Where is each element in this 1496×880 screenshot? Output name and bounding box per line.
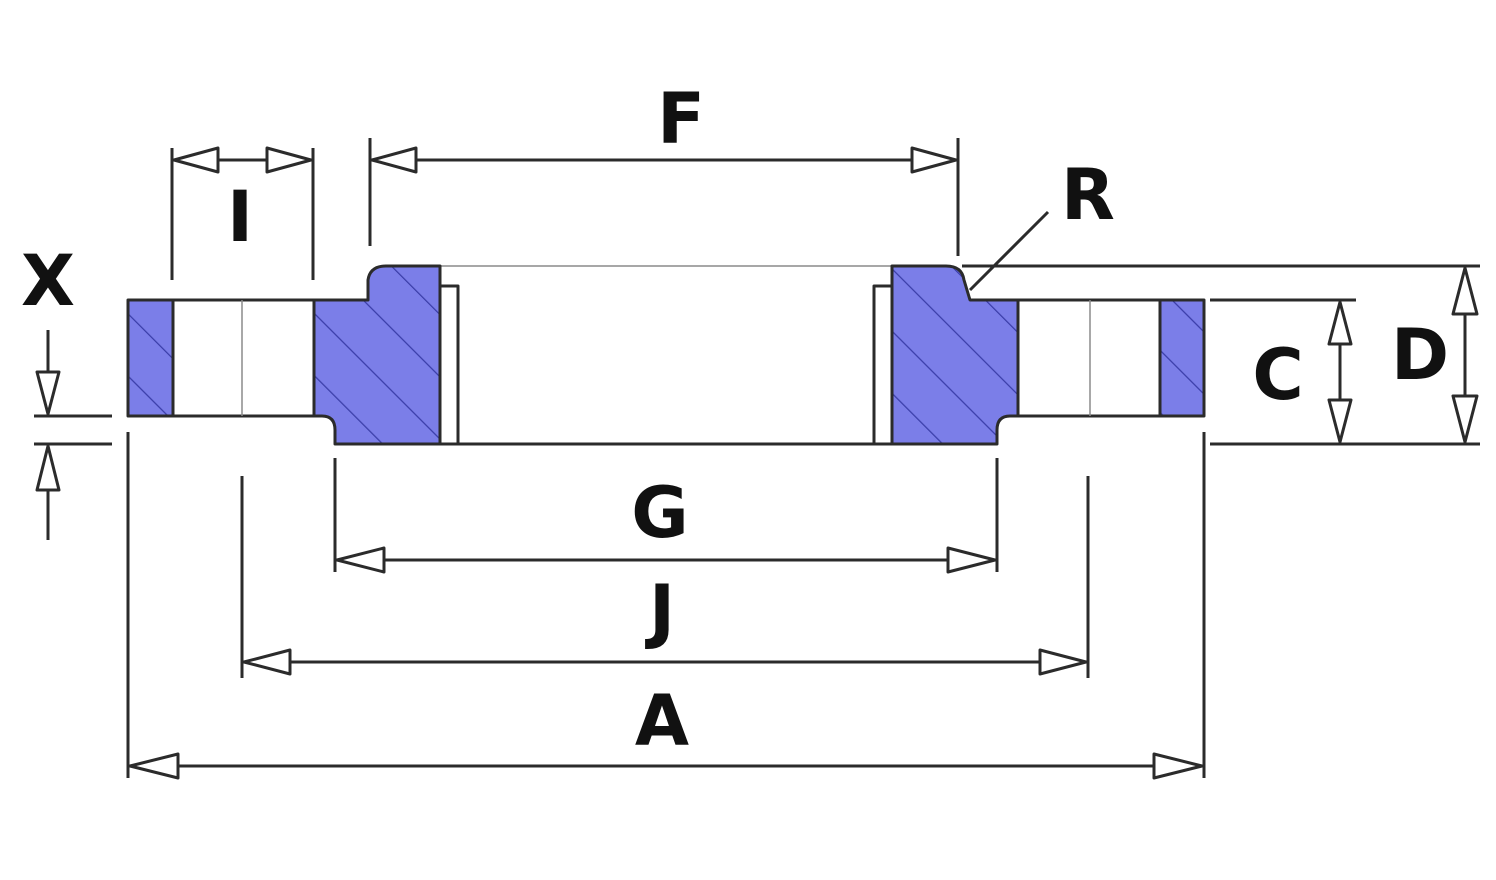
right-outer-section — [1158, 298, 1206, 418]
dimension-c — [1210, 298, 1356, 446]
label-c: C — [1252, 334, 1303, 416]
left-hub-section — [312, 264, 442, 446]
label-r: R — [1061, 154, 1115, 236]
dimension-f — [368, 138, 960, 256]
label-a: A — [635, 680, 689, 762]
dimension-g — [333, 458, 999, 574]
dimension-d — [962, 264, 1480, 446]
flange-cross-section — [126, 264, 1206, 446]
label-d: D — [1391, 314, 1449, 396]
dimension-x — [34, 330, 112, 540]
label-x: X — [21, 240, 75, 322]
label-i: I — [227, 176, 253, 258]
label-j: J — [645, 570, 675, 652]
flange-outline — [128, 265, 1204, 446]
dimension-j — [240, 476, 1090, 678]
leader-r — [968, 210, 1050, 292]
right-hub-section — [890, 264, 1020, 446]
dimension-a — [126, 432, 1206, 780]
label-f: F — [657, 78, 705, 160]
label-g: G — [631, 472, 688, 554]
dimension-i — [170, 146, 315, 280]
left-outer-section — [126, 298, 175, 418]
